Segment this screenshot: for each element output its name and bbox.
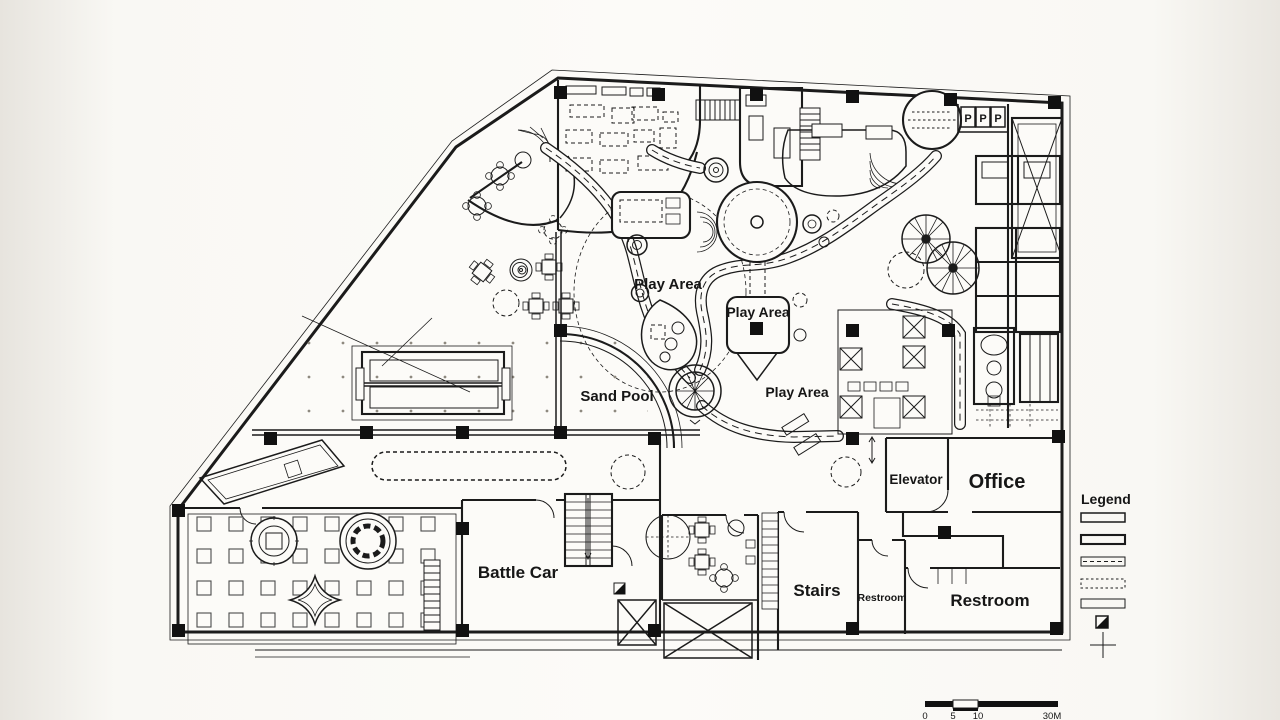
- triangle-annex: [198, 439, 346, 505]
- stairs-room: [761, 510, 860, 650]
- stairs-box: [563, 492, 633, 595]
- round-play-feature: [249, 516, 299, 566]
- room-label-office: Office: [969, 471, 1026, 493]
- wheel-icon: [901, 214, 951, 264]
- scale-tick-10: 10: [973, 711, 984, 720]
- road-centerline-swatch-icon: [1080, 556, 1126, 567]
- sand-pool-area: [559, 325, 683, 449]
- parking-label: P: [979, 113, 986, 125]
- basketball-court: [972, 326, 1060, 428]
- roundabout-icon: [668, 364, 722, 425]
- right-service-rooms: [974, 154, 1062, 334]
- parking-bays: P P P: [957, 104, 1008, 133]
- room-label-stairs: Stairs: [793, 581, 840, 600]
- room-label-battle-car: Battle Car: [478, 563, 559, 582]
- room-labels: Play Area Play Area Play Area Sand Pool …: [478, 276, 1030, 610]
- scale-tick-5: 5: [950, 711, 955, 720]
- play-mound-3: [610, 299, 862, 490]
- scale-tick-30m: 30M: [1043, 711, 1062, 720]
- room-label-restroom-small: Restroom: [857, 592, 906, 604]
- scale-bar: 0 5 10 30M: [922, 699, 1062, 720]
- carousel-icon: [715, 180, 840, 264]
- ball-pit-room: [185, 506, 462, 645]
- dashed-boundary-swatch-icon: [1080, 578, 1126, 589]
- office-room: [884, 436, 1062, 514]
- restrooms: [858, 512, 1060, 634]
- room-label-sand-pool: Sand Pool: [580, 388, 653, 405]
- axis-cross-icon: [1090, 632, 1116, 658]
- column-marker-icon: [613, 582, 626, 595]
- partition-wall-swatch-icon: [1079, 533, 1127, 546]
- ball-pool: [781, 123, 907, 197]
- room-label-play-area-1: Play Area: [634, 276, 702, 293]
- train-ride: [301, 315, 513, 421]
- scale-tick-0: 0: [922, 711, 927, 720]
- parking-label: P: [964, 113, 971, 125]
- rings-play-feature: [339, 512, 397, 570]
- wheel-icon: [926, 241, 980, 295]
- play-mound-1: [573, 190, 747, 393]
- room-label-play-area-3: Play Area: [765, 384, 829, 400]
- seesaw-icon: [781, 413, 822, 456]
- ladder-icon: [423, 559, 441, 631]
- cafe-tables: [463, 215, 580, 320]
- climbing-maze: [837, 309, 953, 464]
- legend-title: Legend: [1081, 491, 1131, 507]
- play-platform-2: [725, 262, 808, 382]
- hatched-area-swatch-icon: [1080, 598, 1126, 609]
- room-label-restroom-large: Restroom: [950, 591, 1029, 610]
- column-marker-icon: [1095, 615, 1109, 629]
- star-play-feature: [287, 573, 343, 627]
- wedge-cafe-room: [462, 126, 576, 226]
- parking-label: P: [994, 113, 1001, 125]
- legend-panel: Legend: [1079, 491, 1131, 658]
- columns: [172, 86, 1065, 637]
- mini-roundabout-icon: [703, 157, 729, 183]
- elevator-shaft-icon: [617, 599, 753, 659]
- spinner-ride-icons: [887, 214, 980, 295]
- dining-room: [645, 513, 760, 660]
- room-label-elevator: Elevator: [889, 472, 943, 487]
- room-label-play-area-2: Play Area: [726, 304, 790, 320]
- escalator-shaft-icon: [1006, 104, 1064, 428]
- solid-wall-swatch-icon: [1080, 512, 1126, 523]
